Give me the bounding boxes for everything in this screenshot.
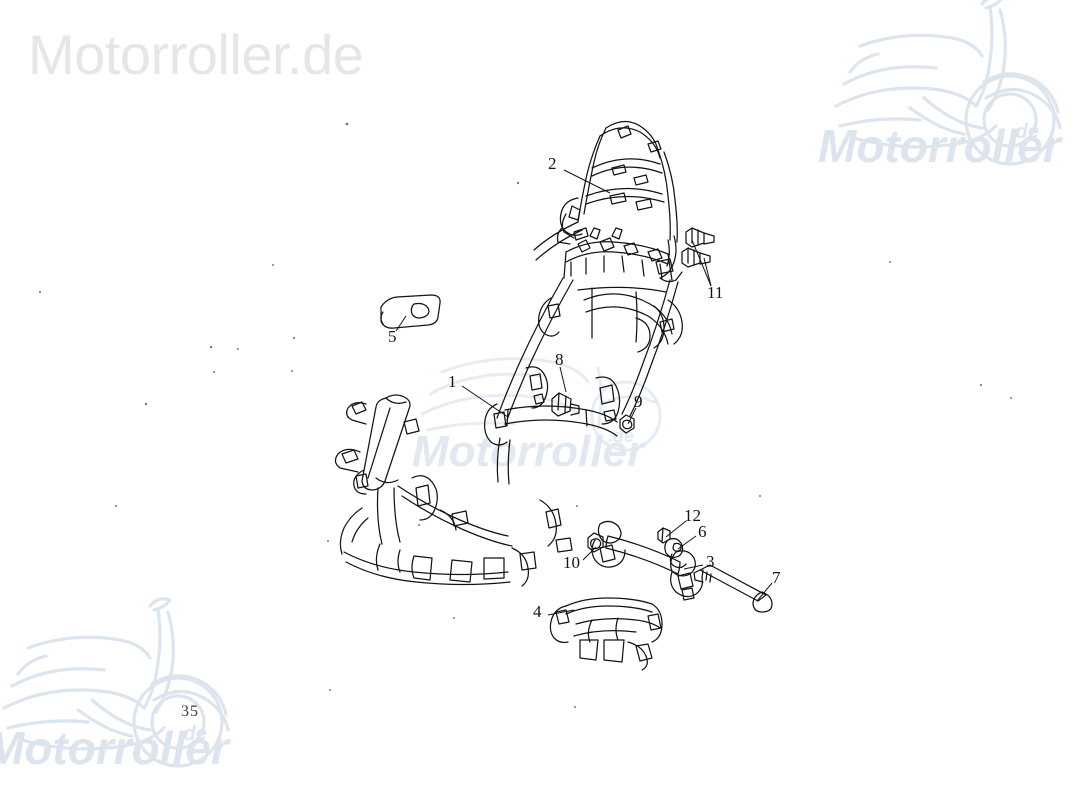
callout-label-8[interactable]: 8: [555, 350, 564, 369]
callout-label-5[interactable]: 5: [388, 327, 397, 346]
diagram-page: Motorroller.de Motorroll: [0, 0, 1063, 774]
callout-label-12[interactable]: 12: [684, 506, 701, 525]
part-centre-stand: [591, 520, 703, 601]
part-side-stand-bracket: [549, 597, 663, 671]
part-subframe-bolts: [681, 227, 715, 268]
part-stand-spring-hook: [664, 537, 687, 569]
callout-label-6[interactable]: 6: [698, 522, 707, 541]
frame-technical-drawing: [38, 120, 1012, 708]
callout-label-11[interactable]: 11: [707, 283, 724, 302]
callout-label-7[interactable]: 7: [772, 568, 781, 587]
callout-label-9[interactable]: 9: [634, 392, 643, 411]
part-main-frame-rear: [496, 227, 683, 421]
part-frame-mid-brackets: [484, 366, 621, 485]
callout-label-2[interactable]: 2: [548, 154, 557, 173]
callout-label-4[interactable]: 4: [533, 602, 542, 621]
part-stand-pivot-bolt: [693, 564, 773, 613]
part-rear-subframe-loop: [533, 120, 683, 283]
part-steering-head: [334, 394, 573, 587]
part-stand-nut: [587, 532, 604, 553]
callout-label-1[interactable]: 1: [448, 372, 457, 391]
part-nut: [619, 414, 635, 434]
callout-label-3[interactable]: 3: [706, 552, 715, 571]
scan-noise: [38, 122, 1012, 708]
page-number: 35: [181, 703, 199, 720]
part-frame-bolt: [551, 392, 580, 417]
part-seat-pad: [380, 294, 441, 329]
callout-label-10[interactable]: 10: [563, 553, 580, 572]
callout-leader-lines: [395, 169, 773, 616]
